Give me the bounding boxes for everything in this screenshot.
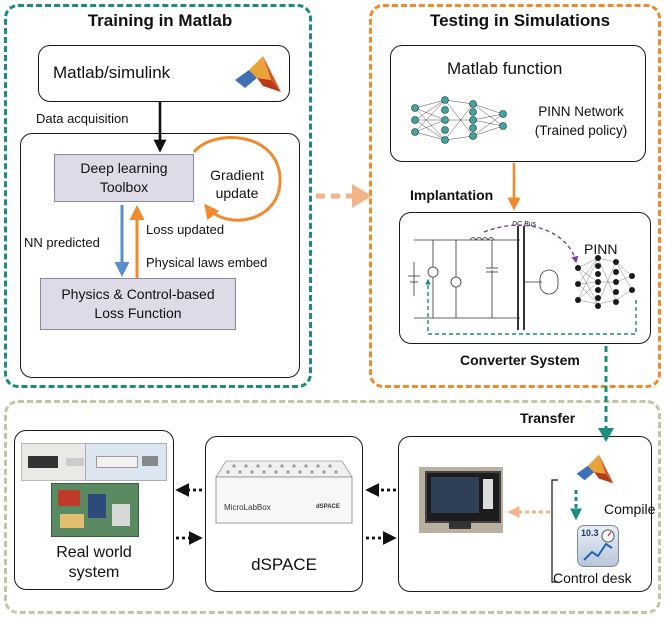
gradient-update-label: Gradient update xyxy=(206,166,268,202)
neural-network-icon xyxy=(411,96,507,144)
matlab-simulink-label: Matlab/simulink xyxy=(53,63,171,82)
controldesk-icon-text: 10.3 xyxy=(581,528,599,538)
pinn-network-line2: (Trained policy) xyxy=(534,123,628,138)
dl-toolbox-line2: Toolbox xyxy=(99,179,149,195)
control-desk-label: Control desk xyxy=(553,570,632,586)
real-world-label: Real world system xyxy=(15,543,173,583)
pc-box: Compile 10.3 Control desk xyxy=(398,436,656,592)
dc-bus-label: DC Bus xyxy=(512,221,537,228)
loss-fn-line1: Physics & Control-based xyxy=(61,286,215,302)
control-signal-feedback xyxy=(425,278,637,335)
converter-system-label: Converter System xyxy=(460,352,580,368)
pc-monitor-photo xyxy=(419,467,503,533)
physical-laws-label: Physical laws embed xyxy=(146,255,268,270)
measurement-feedback-arrow xyxy=(483,224,579,264)
transfer-label: Transfer xyxy=(520,410,576,426)
compile-label: Compile xyxy=(604,501,656,517)
real-world-line1: Real world xyxy=(56,544,132,561)
data-acquisition-label: Data acquisition xyxy=(36,111,129,126)
pinn-neural-network-icon xyxy=(575,255,635,309)
real-world-line2: system xyxy=(68,564,120,581)
matlab-simulink-box: Matlab/simulink xyxy=(38,45,290,102)
matlab-function-box: Matlab function PINN Network (Trained po… xyxy=(390,45,646,162)
gradient-line1: Gradient xyxy=(210,167,264,183)
loss-function-box: Physics & Control-based Loss Function xyxy=(40,278,236,330)
testing-title: Testing in Simulations xyxy=(429,11,611,30)
power-supply-photo-2 xyxy=(85,443,167,481)
dspace-box: MicroLabBox dSPACE dSPACE xyxy=(205,436,363,592)
pinn-network-line1: PINN Network xyxy=(538,104,624,119)
loss-fn-line2: Loss Function xyxy=(94,305,182,321)
pinn-network-label: PINN Network (Trained policy) xyxy=(523,102,639,140)
matlab-function-label: Matlab function xyxy=(447,59,563,78)
dspace-label: dSPACE xyxy=(251,555,317,574)
real-world-box: Real world system xyxy=(14,430,174,590)
microlabbox-text: MicroLabBox xyxy=(224,503,271,512)
matlab-logo-icon xyxy=(235,56,281,92)
transfer-arrowhead xyxy=(598,428,614,442)
controldesk-icon: 10.3 xyxy=(577,525,619,567)
pinn-label: PINN xyxy=(584,241,618,257)
converter-circuit xyxy=(408,226,559,330)
matlab-logo-icon xyxy=(576,454,614,484)
nn-predicted-label: NN predicted xyxy=(24,235,100,250)
compile-bracket xyxy=(551,479,558,583)
loss-updated-label: Loss updated xyxy=(146,222,225,237)
gradient-line2: update xyxy=(215,185,259,201)
circuit-board-photo xyxy=(51,483,139,537)
implantation-label: Implantation xyxy=(410,187,494,203)
microlabbox-brand: dSPACE xyxy=(316,504,340,510)
power-supply-photo-1 xyxy=(21,443,91,481)
gradient-loop-arrow xyxy=(192,136,282,222)
deep-learning-toolbox-box: Deep learning Toolbox xyxy=(54,154,194,202)
train-to-test-arrowhead xyxy=(352,184,372,208)
training-panel xyxy=(4,4,312,388)
deployment-panel xyxy=(4,400,661,614)
training-title: Training in Matlab xyxy=(87,11,233,30)
microlabbox-photo: MicroLabBox dSPACE xyxy=(212,457,356,527)
dl-toolbox-line1: Deep learning xyxy=(80,160,168,176)
